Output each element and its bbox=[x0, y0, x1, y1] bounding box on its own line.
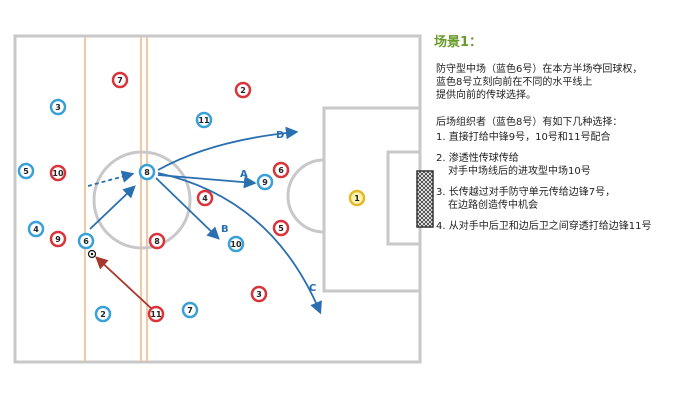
penalty-arc bbox=[286, 158, 325, 234]
option-line: 1. 直接打给中锋9号，10号和11号配合 bbox=[436, 132, 611, 143]
option-line: 4. 从对手中后卫和边后卫之间穿透打给边锋11号 bbox=[436, 221, 652, 232]
red-player-5: 5 bbox=[272, 219, 290, 237]
svg-text:10: 10 bbox=[230, 240, 242, 249]
blue-player-2: 2 bbox=[94, 305, 112, 323]
svg-text:6: 6 bbox=[83, 237, 89, 246]
svg-text:2: 2 bbox=[240, 86, 246, 95]
intro-line: 蓝色8号立刻向前在不同的水平线上 bbox=[436, 77, 593, 88]
intro-line: 防守型中场（蓝色6号）在本方半场夺回球权， bbox=[436, 64, 643, 75]
blue-player-9: 9 bbox=[256, 173, 274, 191]
goalkeeper-1: 1 bbox=[348, 189, 366, 207]
svg-text:5: 5 bbox=[23, 167, 29, 176]
intro-line: 提供向前的传球选择。 bbox=[436, 90, 536, 101]
option-line: 3. 长传越过对手防守单元传给边锋7号， bbox=[436, 187, 616, 198]
arrow-label-A: A bbox=[240, 169, 248, 180]
blue-player-11: 11 bbox=[195, 111, 213, 129]
svg-text:7: 7 bbox=[117, 76, 123, 85]
svg-text:9: 9 bbox=[262, 178, 268, 187]
svg-text:3: 3 bbox=[55, 103, 61, 112]
blue-player-7: 7 bbox=[181, 301, 199, 319]
svg-text:8: 8 bbox=[144, 168, 150, 177]
svg-text:2: 2 bbox=[100, 310, 106, 319]
scenario-title: 场景1： bbox=[434, 35, 483, 50]
red-player-10: 10 bbox=[49, 164, 67, 182]
options-intro: 后场组织者（蓝色8号）有如下几种选择： bbox=[436, 117, 623, 128]
run-arrow-dashed bbox=[87, 170, 135, 187]
pass-arrow-C bbox=[157, 172, 322, 315]
option-item-2: 2. 渗透性传球传给 对手中场线后的进攻型中场10号 bbox=[436, 152, 676, 178]
arrow-label-B: B bbox=[221, 224, 229, 235]
svg-text:4: 4 bbox=[202, 194, 208, 203]
option-item-4: 4. 从对手中后卫和边后卫之间穿透打给边锋11号 bbox=[436, 220, 676, 233]
svg-text:3: 3 bbox=[256, 290, 262, 299]
svg-text:6: 6 bbox=[278, 166, 284, 175]
svg-text:11: 11 bbox=[198, 116, 210, 125]
red-player-4: 4 bbox=[196, 189, 214, 207]
svg-text:9: 9 bbox=[55, 235, 61, 244]
svg-text:8: 8 bbox=[154, 237, 160, 246]
red-player-3: 3 bbox=[250, 285, 268, 303]
option-item-3: 3. 长传越过对手防守单元传给边锋7号， 在边路创造传中机会 bbox=[436, 186, 676, 212]
svg-text:7: 7 bbox=[187, 306, 193, 315]
intro-text: 防守型中场（蓝色6号）在本方半场夺回球权， 蓝色8号立刻向前在不同的水平线上 提… bbox=[436, 63, 676, 102]
pressure-arrow-red bbox=[95, 256, 154, 311]
option-line: 2. 渗透性传球传给 bbox=[436, 153, 519, 164]
pass-arrow-B bbox=[155, 177, 220, 240]
blue-player-4: 4 bbox=[27, 220, 45, 238]
red-player-8: 8 bbox=[148, 232, 166, 250]
explanation-panel: 场景1： 防守型中场（蓝色6号）在本方半场夺回球权， 蓝色8号立刻向前在不同的水… bbox=[428, 30, 676, 241]
pass-arrow-6-to-8 bbox=[89, 185, 136, 230]
blue-player-10: 10 bbox=[227, 235, 245, 253]
option-line-indent: 对手中场线后的进攻型中场10号 bbox=[448, 166, 591, 177]
arrow-label-D: D bbox=[276, 130, 284, 141]
svg-text:4: 4 bbox=[33, 225, 39, 234]
red-player-11: 11 bbox=[147, 305, 165, 323]
center-circle bbox=[92, 150, 192, 250]
ball-icon bbox=[87, 249, 97, 259]
red-player-9: 9 bbox=[49, 230, 67, 248]
option-item-1: 1. 直接打给中锋9号，10号和11号配合 bbox=[436, 131, 676, 144]
pass-arrow-D bbox=[157, 126, 299, 171]
blue-player-8: 8 bbox=[138, 163, 156, 181]
svg-text:11: 11 bbox=[150, 310, 162, 319]
six-yard-box bbox=[386, 150, 422, 246]
arrow-label-C: C bbox=[309, 283, 316, 294]
red-player-7: 7 bbox=[111, 71, 129, 89]
option-line-indent: 在边路创造传中机会 bbox=[448, 200, 538, 211]
blue-player-3: 3 bbox=[49, 98, 67, 116]
blue-player-5: 5 bbox=[17, 162, 35, 180]
svg-text:10: 10 bbox=[52, 169, 64, 178]
goal-net bbox=[416, 170, 434, 228]
blue-player-6: 6 bbox=[77, 232, 95, 250]
red-player-6: 6 bbox=[272, 161, 290, 179]
svg-text:1: 1 bbox=[354, 194, 360, 203]
red-player-2: 2 bbox=[234, 81, 252, 99]
svg-text:5: 5 bbox=[278, 224, 284, 233]
